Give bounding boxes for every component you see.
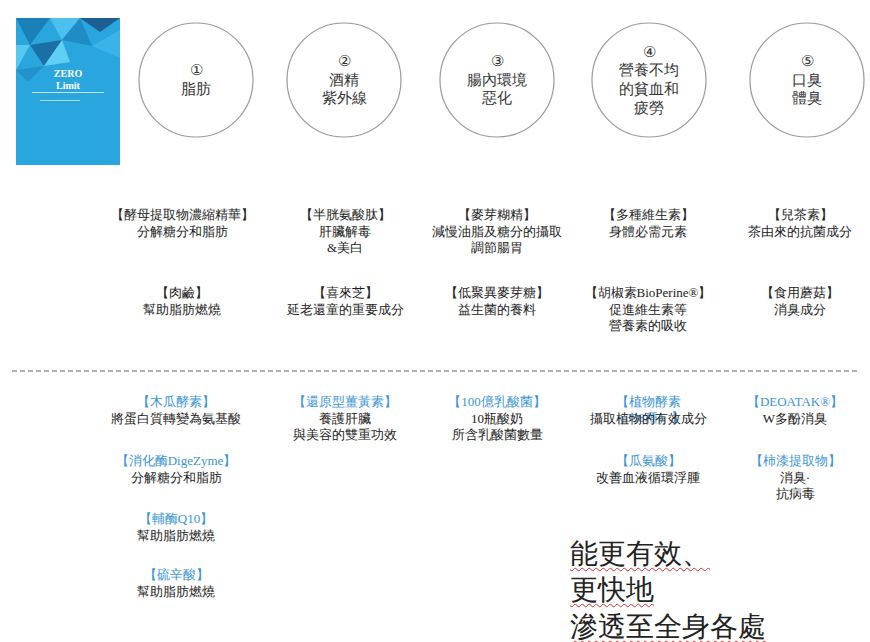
ingredient-name: 【胡椒素BioPerine®】 (585, 285, 712, 301)
ingredient-effect: 消臭·抗病毒 (776, 470, 815, 503)
ingredient-effect: 幫助脂肪燃燒 (137, 584, 215, 600)
ingredient-name: 【木瓜酵素】 (137, 394, 215, 410)
ingredient-effect: 將蛋白質轉變為氨基酸 (111, 411, 241, 427)
circle-outline (138, 22, 254, 138)
category-name: 口臭 體臭 (792, 71, 822, 109)
ingredient-effect: 茶由來的抗菌成分 (748, 224, 852, 240)
product-cover: ZERO Limit (16, 60, 120, 100)
circle-outline (139, 23, 253, 137)
ingredient-effect: 改善血液循環浮腫 (596, 470, 700, 486)
ingredient-name: 【麥芽糊精】 (458, 207, 536, 223)
ingredient-name: 【硫辛酸】 (144, 567, 209, 583)
category-circle: ②酒精 紫外線 (286, 22, 402, 138)
circle-outline (591, 22, 707, 138)
category-name: 酒精 紫外線 (322, 71, 367, 109)
category-circle: ④營養不均 的貧血和 疲勞 (591, 22, 707, 138)
ingredient-effect: 消臭成分 (774, 302, 826, 318)
ingredient-effect: 延老還童的重要成分 (287, 302, 404, 318)
ingredient-effect: W多酚消臭 (763, 411, 827, 427)
callout-number: ③ (491, 52, 504, 71)
ingredient-effect: 幫助脂肪燃燒 (137, 528, 215, 544)
category-name: 腸內環境 惡化 (467, 71, 527, 109)
ingredient-name: 【多種維生素】 (603, 207, 694, 223)
callout-number: ② (338, 52, 351, 71)
ingredient-name: 【酵母提取物濃縮精華】 (111, 207, 254, 223)
slogan: 能更有效、更快地 滲透至全身各處 (570, 536, 766, 642)
ingredient-effect: 10瓶酸奶 所含乳酸菌數量 (452, 411, 543, 444)
ingredient-effect: 促進維生素等 營養素的吸收 (609, 302, 687, 335)
ingredient-effect: 分解糖分和脂肪 (137, 224, 228, 240)
ingredient-name: 【還原型薑黃素】 (293, 394, 397, 410)
ingredient-effect: 益生菌的養料 (458, 302, 536, 318)
ingredient-name: 【消化酶DigeZyme】 (116, 453, 237, 469)
category-circle: ⑤口臭 體臭 (749, 22, 865, 138)
ingredient-name: 【兒茶素】 (768, 207, 833, 223)
ingredient-effect: 分解糖分和脂肪 (131, 470, 222, 486)
circle-outline (750, 23, 864, 137)
ingredient-name: 【輔酶Q10】 (139, 511, 213, 527)
ingredient-name: 【低聚異麥芽糖】 (445, 285, 549, 301)
category-circle: ③腸內環境 惡化 (439, 22, 555, 138)
ingredient-effect: 攝取植物的有效成分 (590, 411, 707, 427)
ingredient-effect: 身體必需元素 (609, 224, 687, 240)
brand-name: ZERO Limit (54, 68, 82, 93)
category-name: 脂肪 (181, 80, 211, 99)
ingredient-name: 【食用蘑菇】 (761, 285, 839, 301)
dashed-divider (12, 370, 858, 371)
ingredient-name: 【瓜氨酸】 (616, 453, 681, 469)
ingredient-name: 【半胱氨酸肽】 (300, 207, 391, 223)
callout-number: ④ (643, 43, 656, 62)
product-cover (16, 18, 120, 165)
ingredient-effect: 減慢油脂及糖分的攝取 調節腸胃 (432, 224, 562, 257)
circle-outline (440, 23, 554, 137)
ingredient-effect: 肝臟解毒&美白 (319, 224, 371, 257)
ingredient-name: 【肉鹼】 (156, 285, 208, 301)
category-name: 營養不均 的貧血和 疲勞 (619, 61, 679, 117)
ingredient-name: 【DEOATAK®】 (747, 394, 843, 410)
circle-outline (287, 23, 401, 137)
ingredient-name: 【喜來芝】 (313, 285, 378, 301)
category-circle: ①脂肪 (138, 22, 254, 138)
ingredient-name: 【100億乳酸菌】 (448, 394, 546, 410)
ingredient-name: 【柿漆提取物】 (750, 453, 841, 469)
ingredient-effect: 養護肝臟 與美容的雙重功效 (293, 411, 397, 444)
callout-number: ① (190, 61, 203, 80)
circle-outline (592, 23, 706, 137)
callout-number: ⑤ (801, 52, 814, 71)
ingredient-effect: 幫助脂肪燃燒 (143, 302, 221, 318)
